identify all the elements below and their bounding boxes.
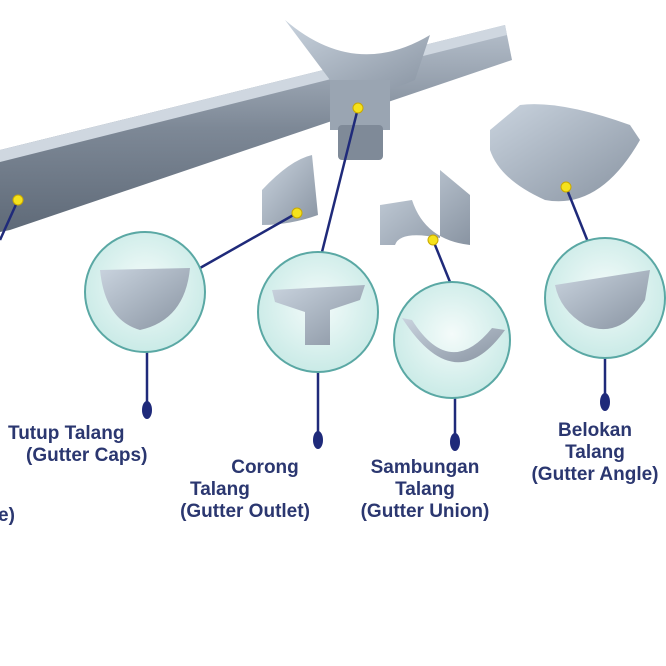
label-line: Talang [565,442,625,463]
marker-dots [12,102,572,246]
label-line: Talang [395,479,455,500]
gutter-pipe [0,25,512,232]
label-line: Belokan [558,420,632,441]
gutter-angle-icon [555,270,650,330]
connector-drops [142,393,610,451]
label-line: (Gutter Union) [360,501,490,522]
gutter-caps-icon [100,268,190,330]
gutter-angle-part [490,104,640,202]
label-gutter-caps: Tutup Talang (Gutter Caps) [8,423,147,467]
label-line: Sambungan [370,457,480,478]
gutter-union-part [380,170,470,245]
label-line: Tutup Talang [8,423,125,444]
label-line: Talang [190,479,250,500]
label-gutter-outlet: Corong Talang (Gutter Outlet) [165,457,325,523]
label-line: Corong [231,457,299,478]
gutter-outlet-icon [272,285,365,345]
label-gutter-union: Sambungan Talang (Gutter Union) [345,457,505,523]
label-pipe-partial: e) [0,505,15,526]
label-line: (Gutter Angle) [531,464,659,485]
gutter-cap-part [262,155,318,225]
label-line: (Gutter Outlet) [180,501,310,522]
label-gutter-angle: Belokan Talang (Gutter Angle) [510,420,666,486]
gutter-union-icon [402,318,505,363]
label-line: (Gutter Caps) [26,445,148,466]
